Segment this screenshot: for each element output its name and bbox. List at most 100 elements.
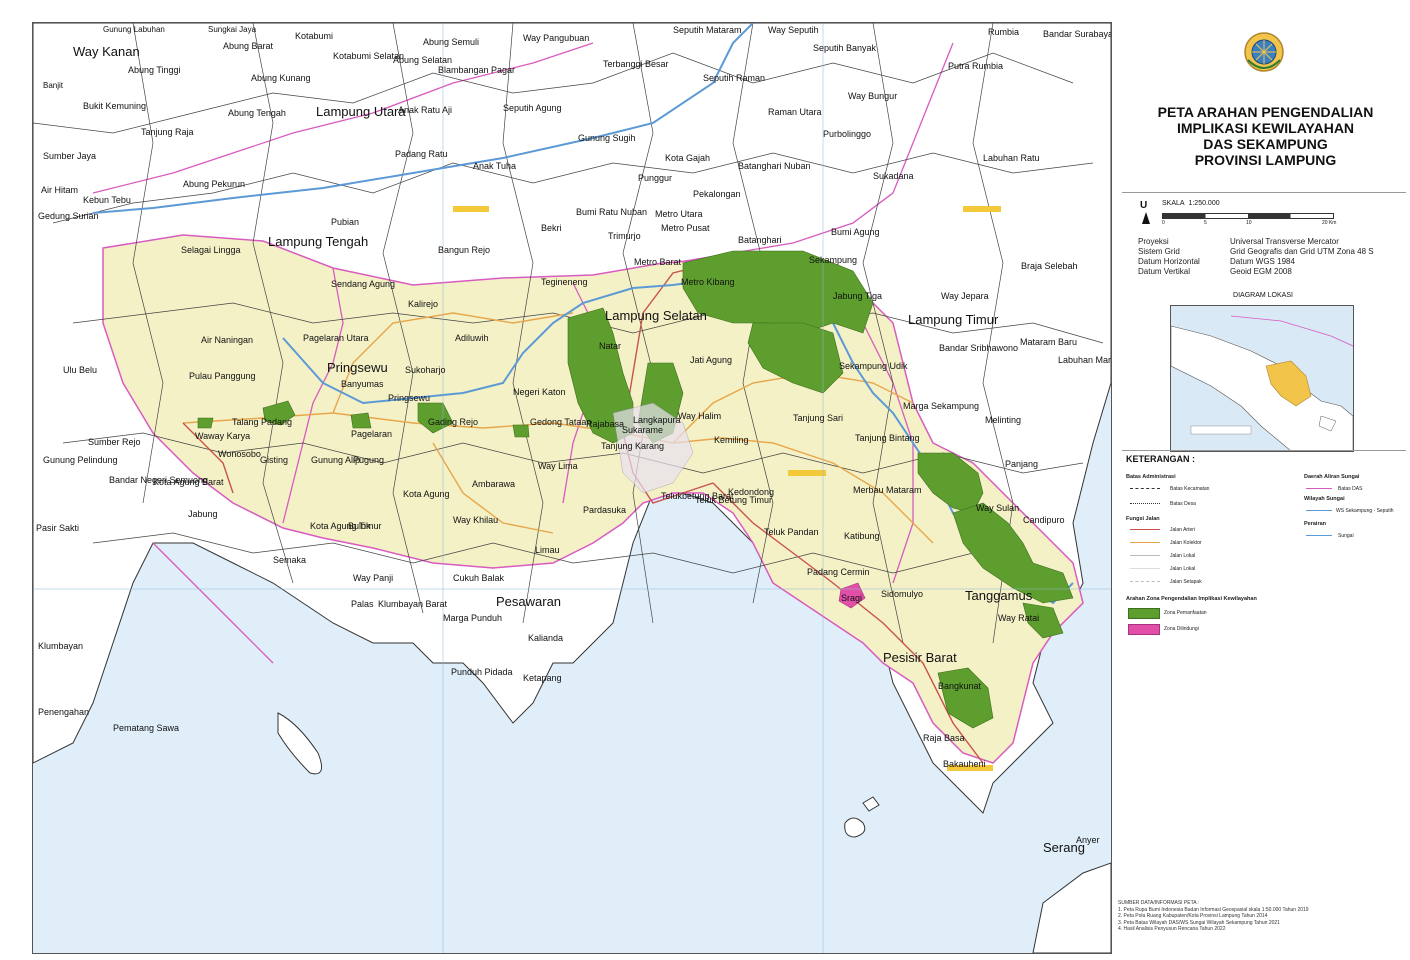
place-label: Kota Agung <box>403 489 450 499</box>
meta-value: Grid Geografis dan Grid UTM Zona 48 S <box>1230 247 1374 256</box>
place-label: Seputih Mataram <box>673 25 742 35</box>
place-label: Candipuro <box>1023 515 1065 525</box>
place-label: Katibung <box>844 531 880 541</box>
place-label: Labuhan Maringgai <box>1058 355 1112 365</box>
place-label: Bukit Kemuning <box>83 101 147 111</box>
place-label: Adiluwih <box>455 333 489 343</box>
scale-tick: 10 <box>1246 220 1252 226</box>
legend-item: Jalan Kolektor <box>1170 540 1202 546</box>
legend-heading: KETERANGAN : <box>1126 454 1195 464</box>
legend-item: Batas DAS <box>1338 486 1363 492</box>
place-label: Labuhan Ratu <box>983 153 1040 163</box>
place-label: Pagelaran <box>351 429 393 439</box>
place-label: Pubian <box>331 217 360 227</box>
place-label: Ambarawa <box>472 479 516 489</box>
meta-key: Datum Vertikal <box>1138 267 1191 276</box>
place-label: Kedondong <box>728 487 775 497</box>
place-label: Langkapura <box>633 415 681 425</box>
place-label: Anyer <box>1076 835 1100 845</box>
place-label: Kota Gajah <box>665 153 711 163</box>
legend-item: Batas Kecamatan <box>1170 486 1210 492</box>
meta-row: Datum Horizontal Datum WGS 1984 <box>1138 257 1398 267</box>
place-label: Selagai Lingga <box>181 245 241 255</box>
place-label: Telukbetung Barat <box>661 491 734 501</box>
place-label: Gedung Surian <box>38 211 99 221</box>
place-label: Metro Pusat <box>661 223 710 233</box>
title-line-3: DAS SEKAMPUNG <box>1203 136 1328 152</box>
place-label: Merbau Mataram <box>853 485 922 495</box>
place-label: Banyumas <box>341 379 384 389</box>
legend-swatch <box>1306 510 1332 511</box>
place-label: Bekri <box>541 223 562 233</box>
location-diagram-map <box>1171 315 1353 451</box>
place-label: Raja Basa <box>923 733 965 743</box>
meta-key: Datum Horizontal <box>1138 257 1200 266</box>
place-label: Tegineneng <box>541 277 588 287</box>
sources-block: SUMBER DATA/INFORMASI PETA : 1. Peta Rup… <box>1118 900 1406 933</box>
place-label: Putra Rumbia <box>948 61 1004 71</box>
legend-swatch <box>1130 555 1160 556</box>
place-label: Rajabasa <box>586 419 625 429</box>
diagram-title: DIAGRAM LOKASI <box>1233 292 1293 299</box>
place-label: Gunung Labuhan <box>103 25 165 34</box>
place-label: Tanjung Karang <box>601 441 665 451</box>
meta-key: Sistem Grid <box>1138 247 1180 256</box>
place-label: Trimurjo <box>608 231 641 241</box>
place-label: Gunung Sugih <box>578 133 636 143</box>
label-chip <box>947 765 993 771</box>
place-label: Tanggamus <box>965 588 1033 603</box>
place-label: Lampung Timur <box>908 312 999 327</box>
place-label: Bandar Negeri Semuong <box>109 475 209 485</box>
scale-tick: 0 <box>1162 220 1165 226</box>
place-label: Sendang Agung <box>331 279 396 289</box>
north-arrow-icon <box>1142 212 1150 224</box>
place-label: Gading Rejo <box>428 417 479 427</box>
urban-area <box>612 402 694 494</box>
place-label: Kebun Tebu <box>83 195 131 205</box>
label-chip <box>453 206 489 212</box>
place-label: Abung Tinggi <box>128 65 181 75</box>
place-label: Pematang Sawa <box>113 723 180 733</box>
place-label: Abung Kunang <box>251 73 311 83</box>
place-label: Ulu Belu <box>63 365 98 375</box>
legend-swatch <box>1130 503 1160 504</box>
place-label: Punggur <box>638 173 673 183</box>
source-line: 3. Peta Batas Wilayah DAS/WS Sungai Wila… <box>1118 919 1280 926</box>
place-label: Sragi <box>841 593 863 603</box>
island-sebesi <box>844 817 866 838</box>
place-label: Kota Agung Timur <box>310 521 382 531</box>
source-line: 4. Hasil Analisis Penyusun Rencana Tahun… <box>1118 926 1226 932</box>
place-label: Abung Tengah <box>228 108 286 118</box>
island-legundi <box>862 796 880 812</box>
place-label: Abung Pekurun <box>183 179 246 189</box>
meta-value: Datum WGS 1984 <box>1230 257 1295 266</box>
place-label: Gunung Pelindung <box>43 455 118 465</box>
place-label: Kotabumi <box>295 31 334 41</box>
scale-label: SKALA 1:250.000 <box>1162 200 1220 207</box>
place-label: Tanjung Raja <box>141 127 194 137</box>
place-label: Talang Padang <box>232 417 293 427</box>
place-label: Waway Karya <box>195 431 251 441</box>
legend-section: Daerah Aliran Sungai <box>1304 474 1360 480</box>
place-label: Panjang <box>1005 459 1039 469</box>
place-label: Way Kanan <box>73 44 140 59</box>
place-label: Way Seputih <box>768 25 819 35</box>
north-label: U <box>1140 200 1148 211</box>
title-line-4: PROVINSI LAMPUNG <box>1194 152 1337 168</box>
place-label: Raman Utara <box>768 107 822 117</box>
legend-swatch <box>1130 581 1160 582</box>
label-chip <box>963 206 1001 212</box>
scale-block: U SKALA 1:250.000 0 5 10 20 Km <box>1132 200 1402 228</box>
place-label: Gunung Alip <box>311 455 361 465</box>
place-label: Abung Semuli <box>423 37 480 47</box>
place-label: Teluk Betung Timur <box>695 495 773 505</box>
place-label: Pesawaran <box>496 594 562 609</box>
legend-swatch <box>1306 535 1332 536</box>
title-line-1: PETA ARAHAN PENGENDALIAN <box>1157 104 1374 120</box>
scale-bar <box>1162 213 1334 219</box>
place-label: Padang Cermin <box>807 567 870 577</box>
place-label: Bandar Sribhawono <box>939 343 1019 353</box>
legend-item: Zona Pemanfaatan <box>1164 610 1207 616</box>
